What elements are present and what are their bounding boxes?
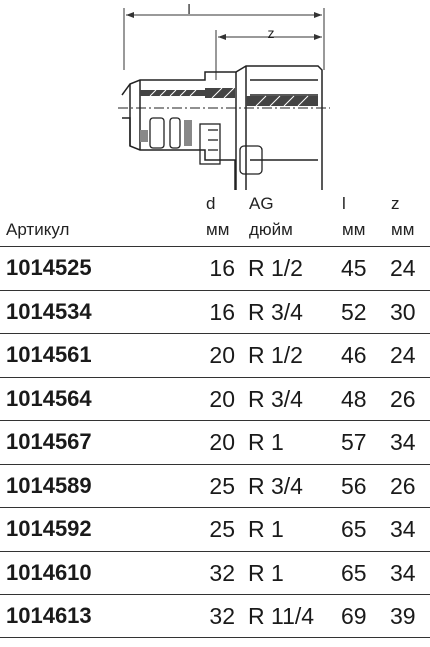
ag-value: R 1 [248,559,284,586]
l-value: 56 [341,472,367,499]
z-value: 39 [390,603,416,629]
d-value: 32 [209,559,235,586]
header-ag: AG [249,194,274,213]
d-value: 25 [209,472,235,499]
table-row: 1014613 32 R 11/4 69 39 [0,594,430,638]
ag-value: R 11/4 [248,603,315,629]
d-value: 25 [209,516,235,542]
z-value: 34 [390,559,416,586]
ag-value: R 1/2 [248,255,303,281]
header-d: d [206,194,216,213]
z-value: 26 [390,472,416,499]
article-number: 1014589 [6,472,92,498]
table-row: 1014534 16 R 3/4 52 30 [0,289,430,334]
ag-value: R 3/4 [248,385,303,412]
z-value: 30 [390,298,416,325]
l-value: 45 [341,255,367,281]
z-value: 24 [390,255,416,281]
l-value: 65 [341,516,367,542]
d-value: 32 [209,603,235,629]
d-value: 16 [209,298,235,325]
table-row: 1014564 20 R 3/4 48 26 [0,376,430,421]
table-row: 1014525 16 R 1/2 45 24 [0,246,430,290]
dimension-z-label: z [268,25,275,41]
header-z: z [391,194,400,213]
d-value: 16 [209,255,235,281]
table-row: 1014589 25 R 3/4 56 26 [0,463,430,508]
z-value: 34 [390,516,416,542]
ag-value: R 1/2 [248,342,303,368]
l-value: 46 [341,342,367,368]
l-value: 65 [341,559,367,586]
table-header: Артикул d мм AG дюйм l мм z мм [0,190,430,246]
fitting-drawing: l z [118,1,330,190]
article-number: 1014561 [6,342,92,367]
d-value: 20 [209,342,235,368]
header-l: l [342,194,346,213]
l-value: 48 [341,385,367,412]
table-row: 1014561 20 R 1/2 46 24 [0,333,430,377]
l-value: 69 [341,603,367,629]
header-ag-unit: дюйм [249,220,293,239]
article-number: 1014534 [6,298,92,324]
header-article: Артикул [6,220,70,239]
article-number: 1014564 [6,385,92,411]
l-value: 52 [341,298,367,325]
d-value: 20 [209,385,235,412]
article-number: 1014613 [6,603,92,628]
z-value: 26 [390,385,416,412]
z-value: 24 [390,342,416,368]
article-number: 1014610 [6,559,92,585]
table-row: 1014610 32 R 1 65 34 [0,550,430,595]
article-table: 1014525 16 R 1/2 45 24 1014534 16 R 3/4 … [0,246,430,638]
ag-value: R 1 [248,516,284,542]
article-number: 1014525 [6,255,92,280]
l-value: 57 [341,429,367,455]
ag-value: R 3/4 [248,472,303,499]
header-z-unit: мм [391,220,415,239]
ag-value: R 3/4 [248,298,303,325]
table-row: 1014592 25 R 1 65 34 [0,507,430,551]
article-number: 1014567 [6,429,92,454]
article-number: 1014592 [6,516,92,541]
z-value: 34 [390,429,416,455]
d-value: 20 [209,429,235,455]
header-l-unit: мм [342,220,366,239]
dimension-l-label: l [187,1,190,17]
header-d-unit: мм [206,220,230,239]
table-row: 1014567 20 R 1 57 34 [0,420,430,464]
ag-value: R 1 [248,429,284,455]
